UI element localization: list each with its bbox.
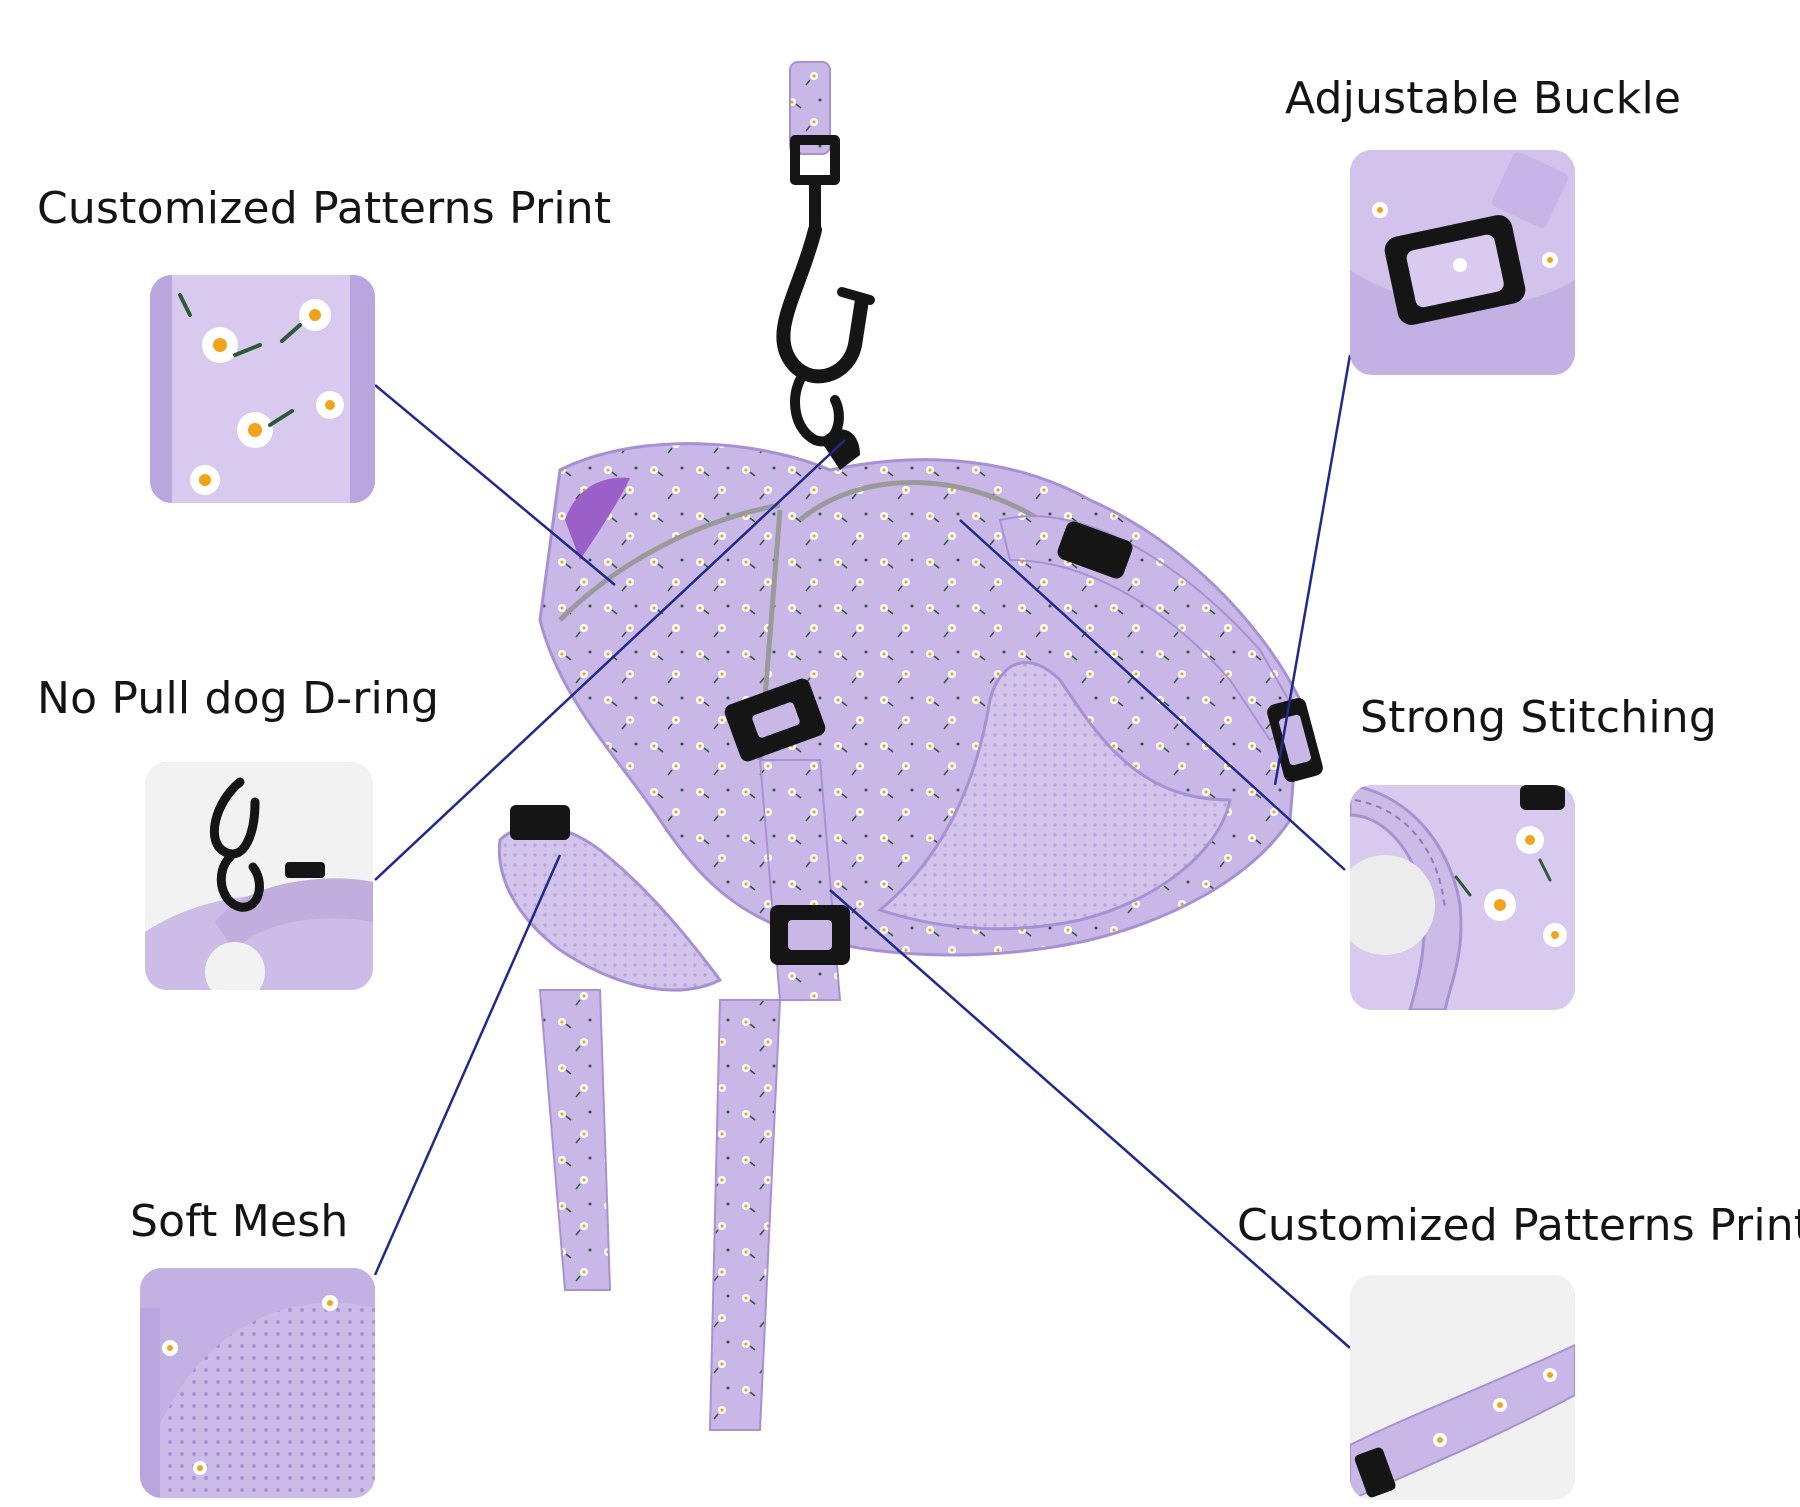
feature-label-soft-mesh: Soft Mesh xyxy=(130,1196,349,1247)
buckle-closeup-icon xyxy=(1350,150,1575,375)
feature-label-customized-patterns-right: Customized Patterns Print xyxy=(1237,1200,1800,1251)
mesh-closeup-icon xyxy=(140,1268,375,1498)
d-ring-closeup-icon xyxy=(145,762,373,990)
feature-label-no-pull-d-ring: No Pull dog D-ring xyxy=(37,673,440,724)
floral-print-closeup-icon xyxy=(150,275,375,503)
leash-clip xyxy=(776,135,875,447)
strap-print-closeup-icon xyxy=(1350,1275,1575,1500)
feature-label-strong-stitching: Strong Stitching xyxy=(1360,692,1718,743)
feature-label-customized-patterns-left: Customized Patterns Print xyxy=(37,183,612,234)
feature-label-adjustable-buckle: Adjustable Buckle xyxy=(1285,73,1682,124)
stitching-closeup-icon xyxy=(1350,785,1575,1010)
